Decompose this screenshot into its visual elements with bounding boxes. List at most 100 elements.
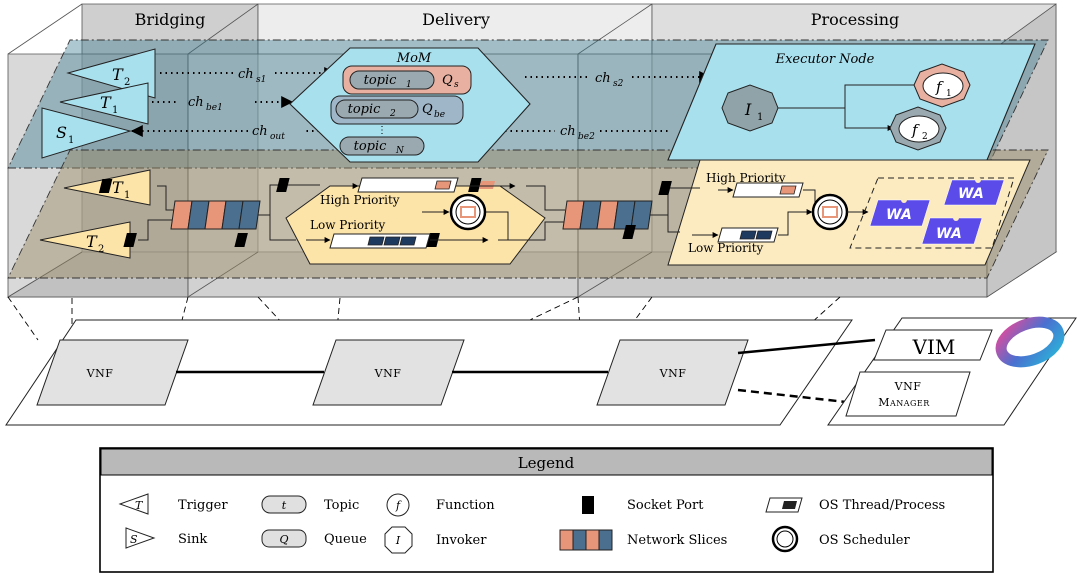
processing-high-label: High Priority xyxy=(706,171,786,185)
ch-s1-sub: s1 xyxy=(256,75,266,85)
column-title-bridging: Bridging xyxy=(135,10,206,29)
legend-queue-sym: Q xyxy=(279,533,288,546)
ch-s2-sub: s2 xyxy=(613,79,624,89)
socket-port xyxy=(234,233,248,247)
sink-s1-label: S xyxy=(56,123,67,142)
topic-n-sub: N xyxy=(395,146,405,156)
function-f2-label: f xyxy=(911,121,920,139)
legend-socket: Socket Port xyxy=(627,498,704,513)
legend-trigger: Trigger xyxy=(178,498,228,513)
legend-trigger-sym: T xyxy=(135,499,144,512)
legend-topic-icon xyxy=(261,495,307,514)
ch-be1-label: ch xyxy=(188,95,204,110)
legend-queue-icon xyxy=(261,529,307,548)
ch-s2-label: ch xyxy=(595,71,611,86)
vnf-3 xyxy=(596,339,749,406)
lower-trigger-t1: T xyxy=(112,178,124,197)
socket-port xyxy=(276,178,290,192)
socket-port xyxy=(123,233,137,247)
wa-instance xyxy=(943,179,1005,206)
trigger-t1 xyxy=(59,82,149,125)
delivery-high-label: High Priority xyxy=(320,193,400,207)
trigger-t2-sub: 2 xyxy=(124,77,130,88)
function-f2-sub: 2 xyxy=(922,132,928,142)
channel-labels: ch s1 ch be1 ch out ch s2 ch be2 xyxy=(188,67,624,142)
legend-socket-icon xyxy=(582,496,594,514)
legend-function: Function xyxy=(436,498,495,513)
column-title-processing: Processing xyxy=(811,10,900,29)
topic-2-sub: 2 xyxy=(389,109,396,119)
mom-title: MoM xyxy=(396,51,432,66)
invoker-i1 xyxy=(721,84,779,132)
delivery-low-label: Low Priority xyxy=(310,218,386,232)
wa-label: WA xyxy=(936,226,962,242)
processing-low-label: Low Priority xyxy=(688,241,764,255)
vim-label: VIM xyxy=(912,335,956,359)
legend-topic-sym: t xyxy=(282,499,287,512)
invoker-i1-label: I xyxy=(744,100,752,119)
vnf-manager-label-2: Manager xyxy=(878,396,930,409)
queue-qs-sub: s xyxy=(454,80,459,90)
thread-high xyxy=(357,177,459,193)
vnf-manager-label-1: VNF xyxy=(894,380,922,393)
queue-qbe: Q xyxy=(422,102,433,117)
legend-title: Legend xyxy=(518,454,575,472)
topic-1: topic xyxy=(364,73,398,88)
trigger-t2-label: T xyxy=(112,65,124,84)
legend-slices-icon xyxy=(559,529,613,551)
vnf-1-label: VNF xyxy=(86,367,114,380)
topic-n: topic xyxy=(354,139,388,154)
legend-sink-sym: S xyxy=(130,533,138,546)
mom-broker: MoM topic 1 Q s topic 2 Q be ⋮ topic N xyxy=(289,47,531,163)
socket-port xyxy=(622,225,636,239)
legend-function-icon xyxy=(386,493,410,517)
lower-trigger-t2: T xyxy=(86,232,98,251)
executor-node: Executor Node I 1 f 1 f 2 xyxy=(667,43,1036,161)
vnf-2 xyxy=(312,339,465,406)
ch-out-sub: out xyxy=(270,132,285,142)
function-f1 xyxy=(922,72,964,100)
queue-qs: Q xyxy=(442,73,453,88)
queue-qbe-sub: be xyxy=(434,110,445,120)
topic-2: topic xyxy=(348,102,382,117)
legend-topic: Topic xyxy=(324,498,359,513)
vnf-2-label: VNF xyxy=(374,367,402,380)
processing-scheduler: High Priority Low Priority WA WA WA xyxy=(622,159,1031,266)
wa-instance xyxy=(921,217,983,245)
legend-function-sym: f xyxy=(395,499,402,512)
socket-port xyxy=(468,178,482,192)
legend: Legend T Trigger S Sink t Topic Q Queue … xyxy=(99,447,994,573)
delivery-scheduler: High Priority Low Priority xyxy=(234,177,565,265)
infrastructure: VNF VNF VNF VIM VNF Manager xyxy=(5,296,1077,426)
ch-be2-label: ch xyxy=(560,124,576,139)
legend-queue: Queue xyxy=(324,532,367,547)
ch-out-label: ch xyxy=(252,124,268,139)
wa-label: WA xyxy=(958,186,984,202)
trigger-t1-sub: 1 xyxy=(112,105,118,116)
socket-port xyxy=(98,179,113,193)
lower-trigger-t1-sub: 1 xyxy=(124,190,130,201)
network-slices-2 xyxy=(562,200,653,230)
legend-invoker: Invoker xyxy=(436,533,487,548)
topic-1-sub: 1 xyxy=(406,80,412,90)
ch-be1-sub: be1 xyxy=(206,103,223,113)
function-f1-label: f xyxy=(935,78,944,96)
sink-s1 xyxy=(41,107,132,159)
legend-invoker-icon xyxy=(384,526,413,554)
vnf-3-label: VNF xyxy=(659,367,687,380)
socket-port xyxy=(658,181,672,195)
vnf-manager-box xyxy=(845,371,971,417)
wa-label: WA xyxy=(886,207,912,223)
invoker-i1-sub: 1 xyxy=(757,112,763,123)
legend-sink: Sink xyxy=(178,532,207,547)
lower-trigger-t2-sub: 2 xyxy=(98,244,104,255)
openstack-logo xyxy=(995,316,1065,368)
network-slices-1 xyxy=(170,200,261,230)
topic-ellipsis: ⋮ xyxy=(377,125,387,136)
bridging-top: T 2 T 1 S 1 xyxy=(41,48,156,159)
vnf-1 xyxy=(36,339,189,406)
legend-invoker-sym: I xyxy=(395,534,401,547)
function-f1-sub: 1 xyxy=(946,89,952,99)
bridging-bottom: T 1 T 2 xyxy=(39,169,175,259)
